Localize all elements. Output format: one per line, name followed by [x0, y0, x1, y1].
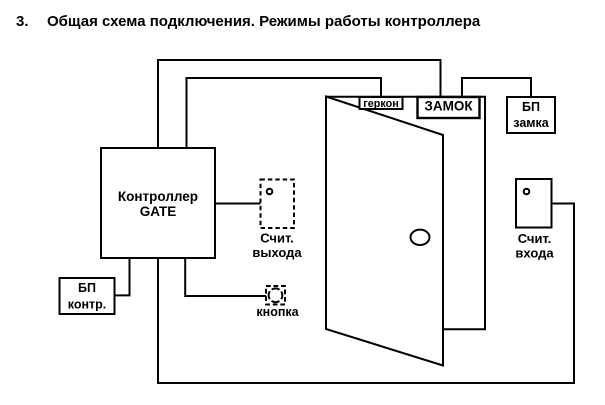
svg-text:GATE: GATE [140, 204, 177, 219]
svg-text:геркон: геркон [363, 98, 398, 110]
svg-text:входа: входа [515, 246, 554, 261]
svg-text:Общая схема подключения. Режим: Общая схема подключения. Режимы работы к… [47, 13, 481, 30]
svg-text:БП: БП [522, 100, 540, 114]
svg-text:выхода: выхода [252, 245, 302, 260]
svg-text:замка: замка [513, 116, 550, 130]
svg-text:ЗАМОК: ЗАМОК [424, 99, 473, 114]
svg-text:3.: 3. [16, 13, 29, 30]
svg-text:БП: БП [78, 281, 96, 295]
svg-text:Контроллер: Контроллер [118, 189, 198, 204]
svg-text:Счит.: Счит. [260, 231, 294, 246]
svg-text:кнопка: кнопка [256, 305, 299, 319]
svg-text:Счит.: Счит. [518, 231, 552, 246]
svg-text:контр.: контр. [68, 298, 107, 312]
